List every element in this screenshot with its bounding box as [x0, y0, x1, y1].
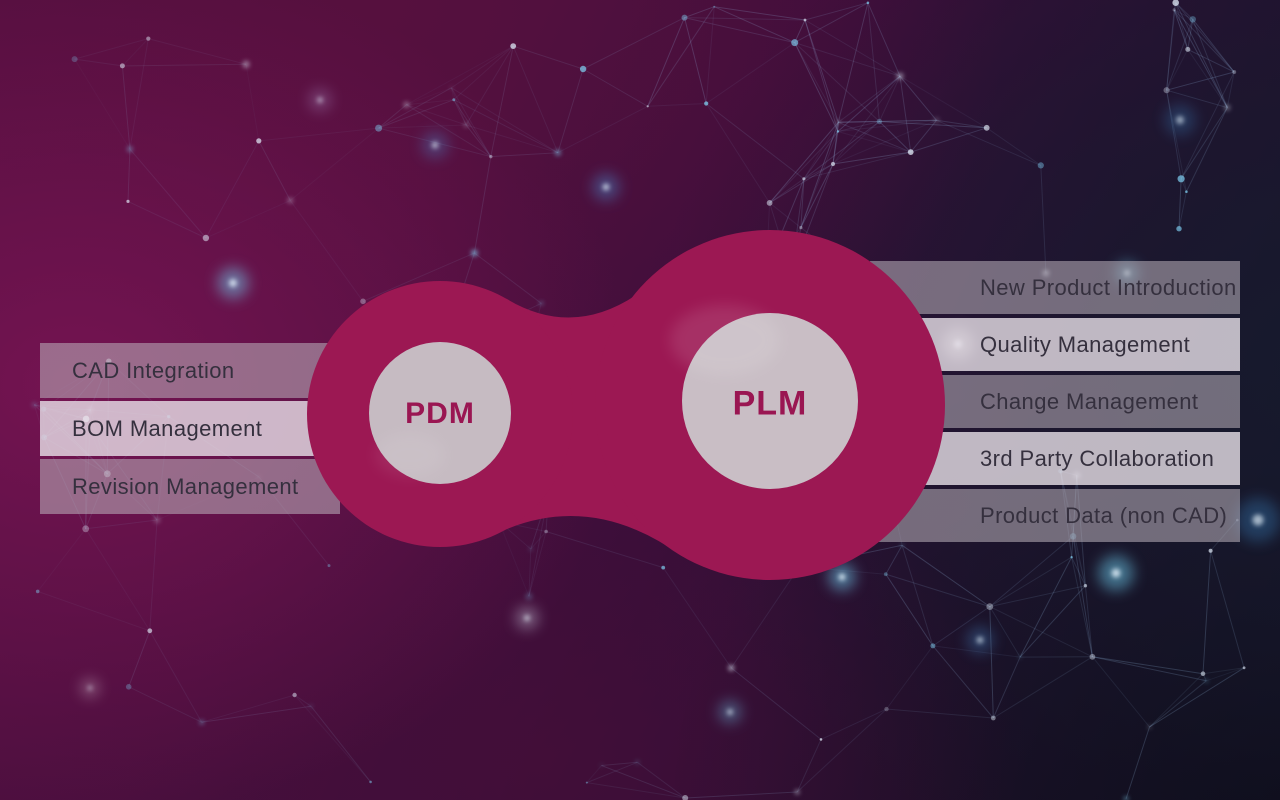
circle-highlight	[375, 433, 445, 477]
pdm-feature-item: BOM Management	[40, 401, 340, 456]
feature-label: CAD Integration	[72, 357, 235, 383]
feature-label: Product Data (non CAD)	[980, 502, 1228, 528]
feature-label: Change Management	[980, 388, 1199, 414]
feature-label: New Product Introduction	[980, 274, 1237, 300]
pdm-feature-item: Revision Management	[40, 459, 340, 514]
plm-label: PLM	[732, 384, 808, 423]
pdm-feature-item: CAD Integration	[40, 343, 340, 398]
feature-label: 3rd Party Collaboration	[980, 445, 1215, 471]
feature-label: BOM Management	[72, 415, 263, 441]
plm-feature-item: Product Data (non CAD)	[870, 489, 1240, 542]
pdm-label: PDM	[405, 397, 475, 430]
circle-highlight	[670, 305, 780, 375]
plm-feature-item: New Product Introduction	[870, 261, 1240, 314]
feature-label: Quality Management	[980, 331, 1191, 357]
feature-label: Revision Management	[72, 473, 299, 499]
